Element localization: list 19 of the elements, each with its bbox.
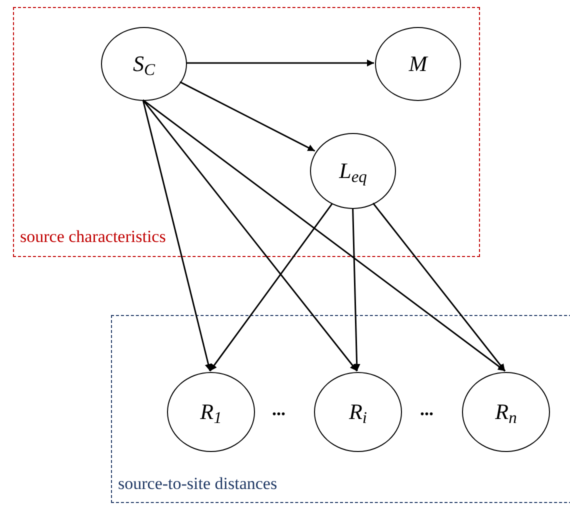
arrow	[186, 60, 374, 66]
arrow	[352, 208, 360, 372]
group-label: source characteristics	[20, 226, 167, 248]
variable-symbol: R$_{n}$	[495, 401, 517, 423]
arrow	[372, 202, 506, 372]
arrow	[209, 203, 333, 372]
ellipsis-label: ...	[420, 400, 434, 418]
arrow	[142, 100, 212, 372]
variable-symbol: R$_{1}$	[200, 401, 222, 423]
variable-symbol: S$_{C}$	[132, 53, 155, 75]
group-label: source-to-site distances	[118, 473, 278, 495]
variable-symbol: M	[408, 53, 428, 75]
arrow	[142, 100, 358, 372]
dashed-group-box	[111, 315, 570, 503]
dashed-group-box	[13, 7, 480, 257]
ellipsis-label: ...	[272, 400, 286, 418]
variable-symbol: R$_{i}$	[348, 401, 368, 423]
arrow	[180, 81, 316, 152]
arrow	[142, 99, 506, 372]
